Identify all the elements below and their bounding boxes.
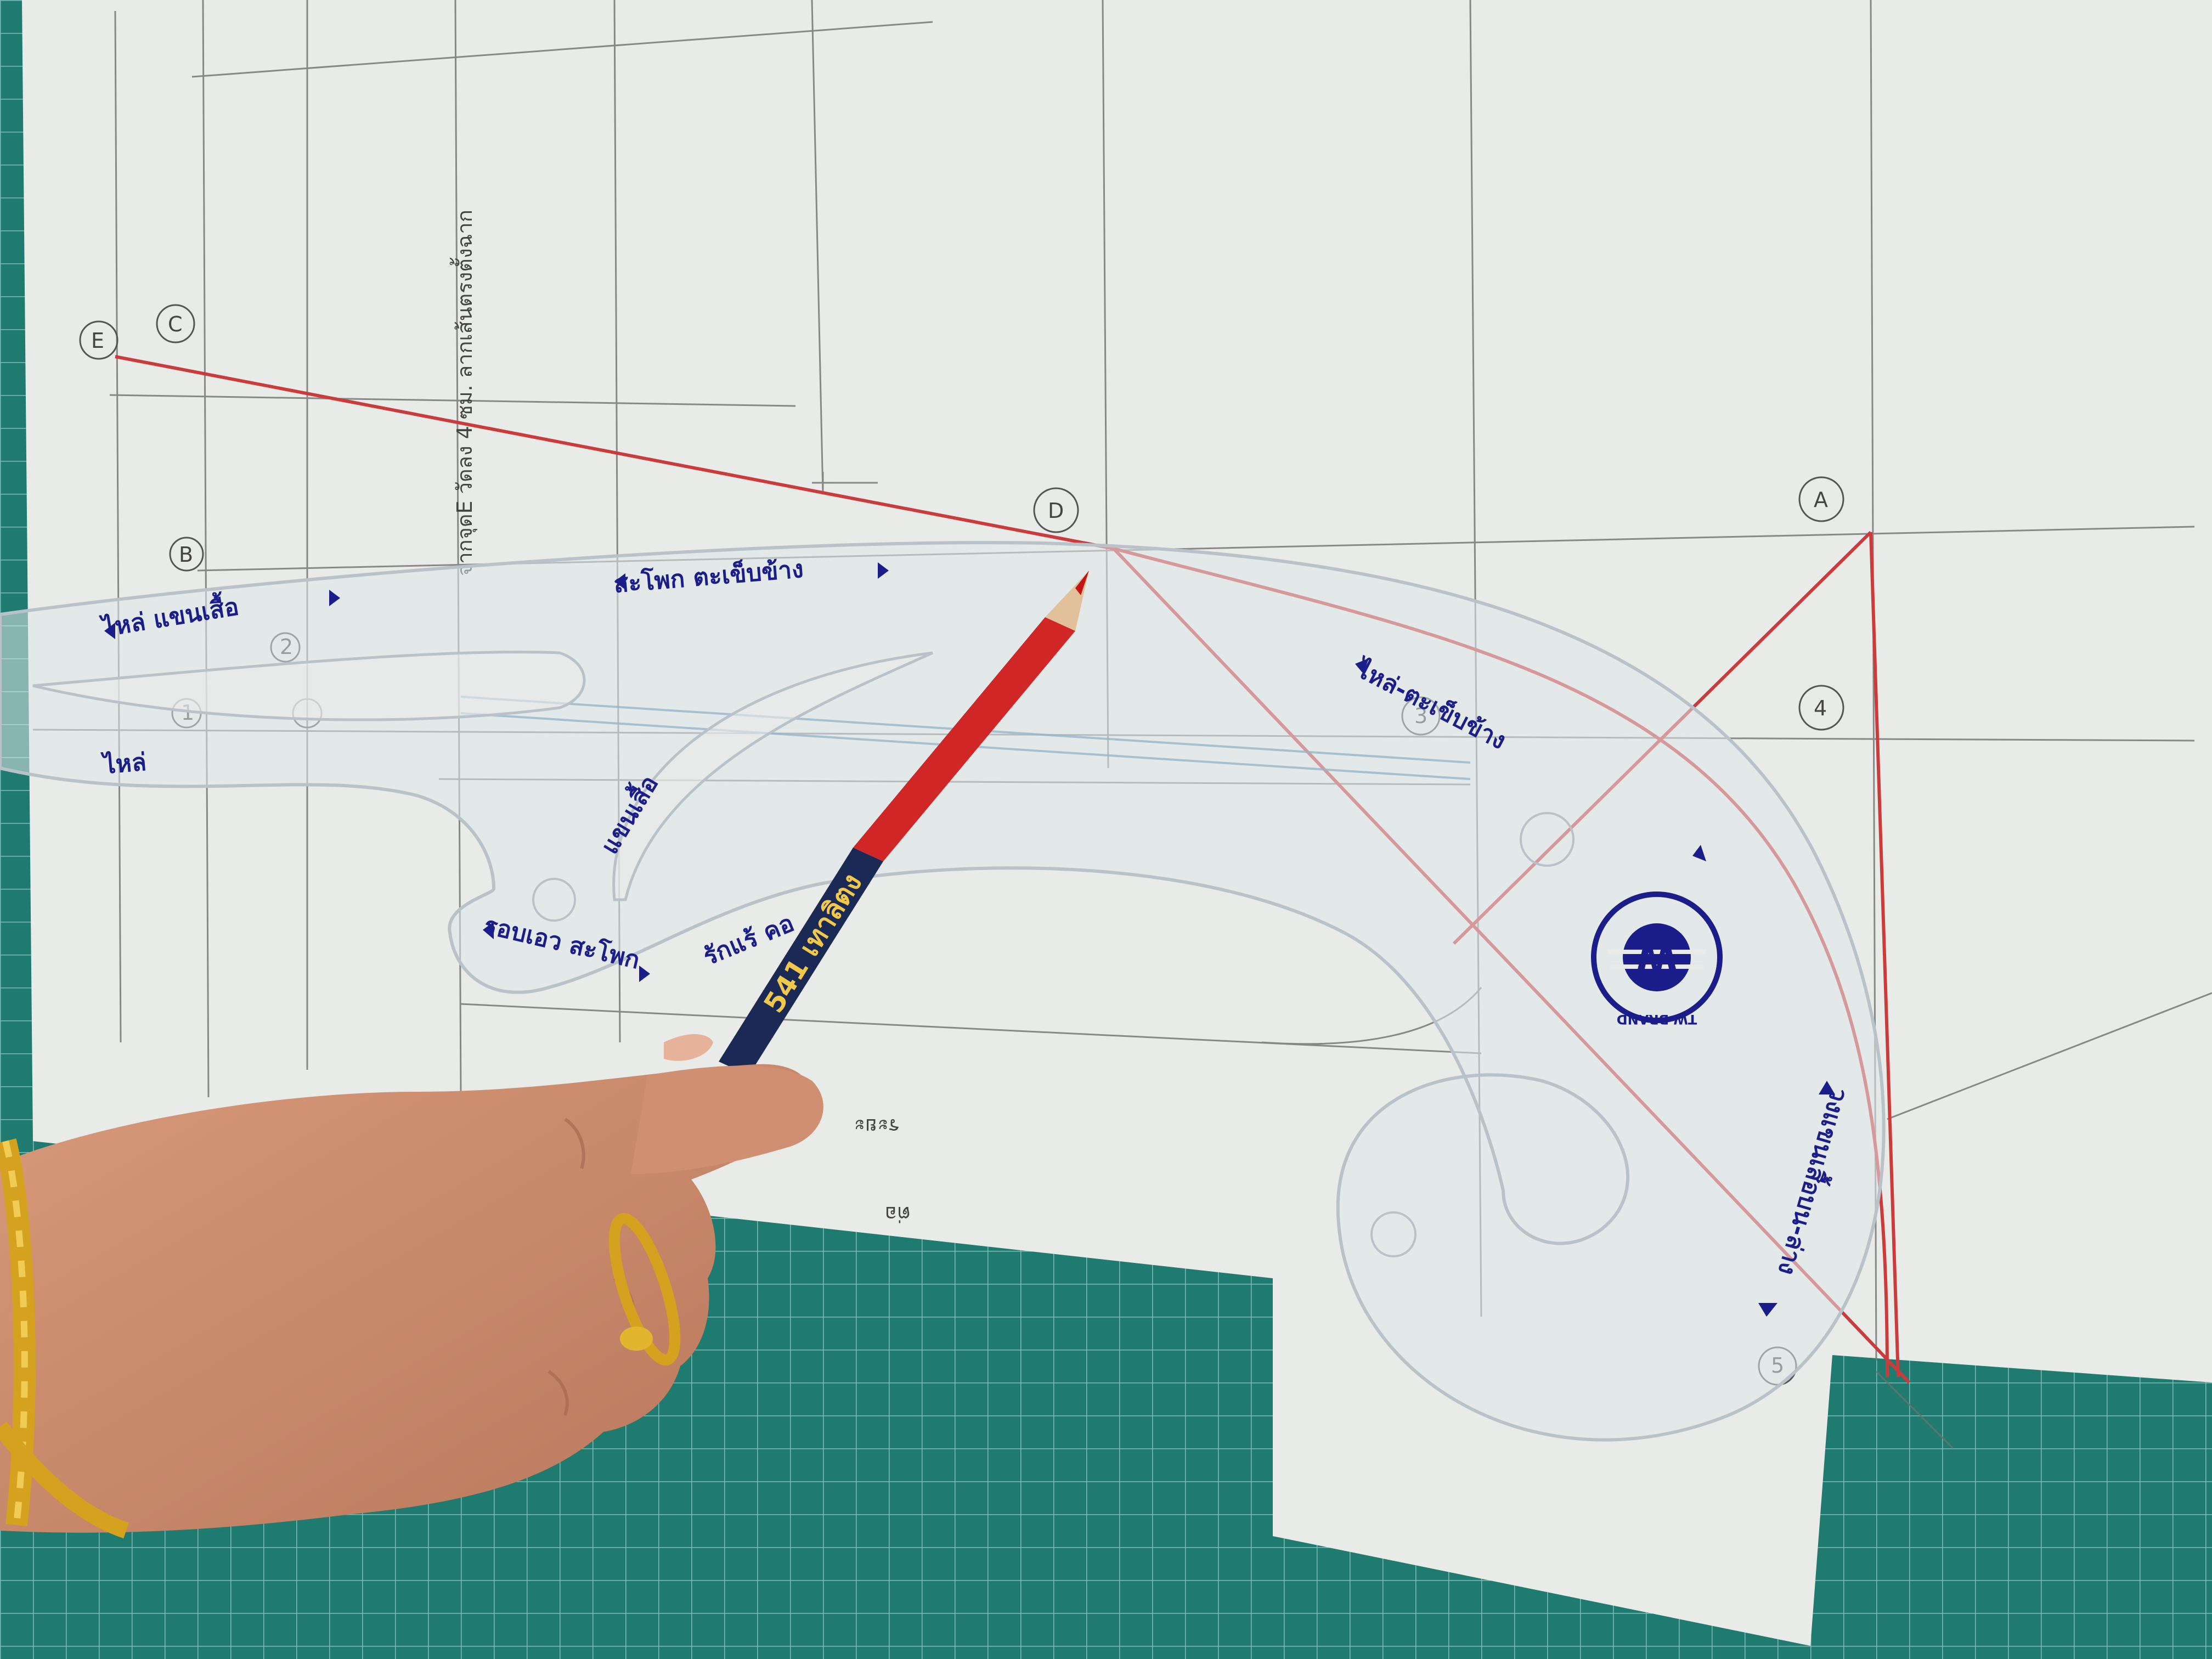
handwritten-note-1: ระยะ (854, 1114, 900, 1138)
pencil-lead (1075, 571, 1089, 595)
pencil-navy-half (719, 848, 883, 1075)
gold-bracelet (0, 1138, 129, 1539)
ruler-body (0, 541, 1886, 1442)
brand-logo: W TW BRAND (1591, 891, 1723, 1027)
brand-mark: W (1635, 935, 1678, 980)
point-label-c: C (168, 312, 183, 336)
point-label-4: 4 (1814, 696, 1827, 720)
ruler-hole (1520, 812, 1575, 867)
index-finger (631, 1065, 823, 1174)
ruler-arrows (104, 562, 1835, 1317)
point-label-a: A (1814, 488, 1828, 512)
pencil-red-half (853, 617, 1075, 861)
fingernail (664, 1034, 713, 1061)
hand (0, 1034, 823, 1533)
point-label-b: B (179, 543, 193, 567)
brand-name: TW BRAND (1617, 1012, 1697, 1027)
ruler-inner-crescent (612, 651, 934, 901)
point-label-d: D (1048, 499, 1064, 523)
ruler-inner-slot (32, 650, 586, 721)
gold-ring (608, 1213, 681, 1365)
french-curve-ruler[interactable]: W TW BRAND สะโพก ตะเข็บข้าง ไหล่-ตะเข็บข… (0, 541, 1886, 1442)
handwritten-note-2: ต่อ (885, 1202, 911, 1226)
ruler-hole (532, 878, 576, 922)
handwritten-vertical-note: จากจุดE วัดลง 4 ซม. ลากเส้นตรงตั้งฉาก (449, 210, 477, 576)
point-label-e: E (91, 329, 104, 353)
ruler-hole (1370, 1211, 1417, 1257)
hand-palm (0, 1064, 812, 1533)
ruler-label-shoulder: ไหล่ (100, 748, 148, 780)
